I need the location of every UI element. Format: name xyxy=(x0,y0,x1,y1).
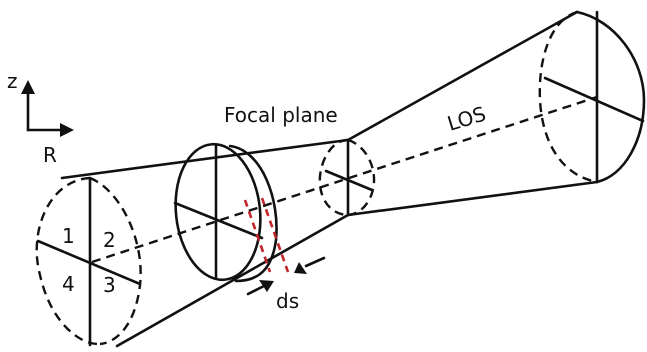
ds-label: ds xyxy=(276,289,299,313)
near-end-cap: 1 2 3 4 xyxy=(35,176,142,347)
quadrant-label-1: 1 xyxy=(62,224,75,248)
z-arrow-head xyxy=(21,80,35,94)
line-of-sight xyxy=(91,95,598,264)
axis-indicator: z R xyxy=(7,69,74,167)
quadrant-label-4: 4 xyxy=(62,272,75,296)
near-cone-bottom-edge xyxy=(115,213,350,348)
slice-disk-horizontal-divider xyxy=(173,201,264,240)
near-cap-back-arc xyxy=(35,176,101,346)
ds-left-arrow-head xyxy=(259,280,274,292)
ds-right-arrow-head xyxy=(294,262,307,274)
slice-marker-back xyxy=(260,197,290,273)
far-cone xyxy=(346,10,599,217)
quadrant-label-2: 2 xyxy=(103,228,116,252)
los-label: LOS xyxy=(444,101,488,135)
z-axis-label: z xyxy=(7,69,18,93)
far-cone-top-edge xyxy=(346,10,579,142)
far-cap-horizontal-divider xyxy=(543,76,645,123)
slice-disk-edge xyxy=(174,142,262,282)
near-cone xyxy=(60,138,350,348)
near-cap-horizontal-divider xyxy=(36,239,142,286)
near-cone-top-edge xyxy=(60,138,350,180)
focal-plane-back-arc xyxy=(318,138,349,217)
ds-right-arrow-shaft xyxy=(304,256,326,268)
focal-plane: Focal plane xyxy=(224,103,376,217)
focal-plane-horizontal-line xyxy=(324,169,374,192)
slice-disk xyxy=(173,142,278,283)
r-axis-label: R xyxy=(43,143,57,167)
far-cone-bottom-edge xyxy=(346,180,599,217)
far-cap-front-arc xyxy=(575,10,646,184)
r-arrow-head xyxy=(60,123,74,137)
slice-thickness-markers xyxy=(243,197,290,273)
focal-plane-label: Focal plane xyxy=(224,103,338,127)
quadrant-label-3: 3 xyxy=(103,273,116,297)
ds-indicator: ds xyxy=(246,256,326,313)
ds-left-arrow-shaft xyxy=(246,284,266,296)
slice-marker-front xyxy=(243,199,272,273)
focal-plane-front-arc xyxy=(347,138,376,217)
far-end-cap xyxy=(538,10,646,184)
